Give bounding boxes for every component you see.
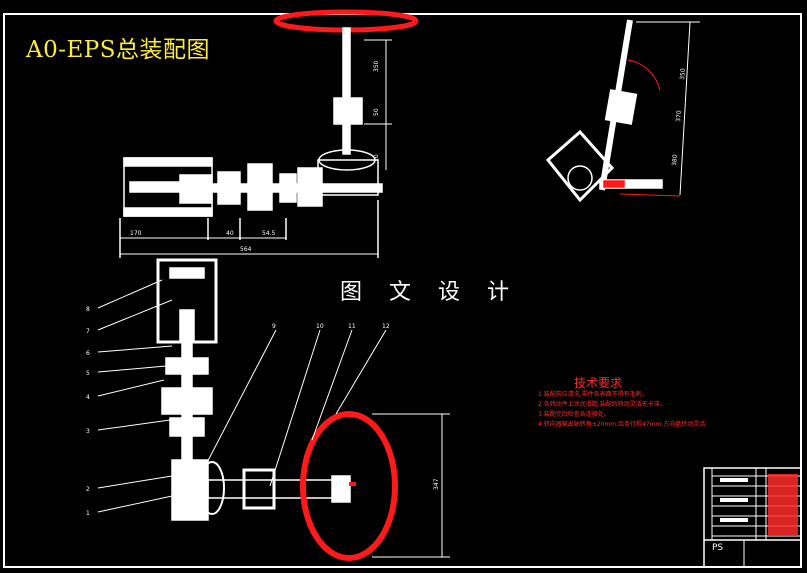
balloon-10: 10 (316, 323, 324, 330)
balloon-7: 7 (86, 328, 90, 335)
balloon-11: 11 (348, 323, 356, 330)
dim-347: 347 (433, 478, 440, 490)
tech-requirements-list: 1.装配前应清洗,零件各表面不得有毛刺。 2.各转动件上涂润滑脂,装配后转动灵活… (538, 390, 706, 430)
title-block-label: PS (712, 543, 724, 553)
dim-col-2: 50 (373, 108, 380, 116)
bottom-balloons: 8 7 6 5 4 3 2 1 9 10 11 12 347 (86, 306, 440, 517)
top-right-view (545, 19, 700, 203)
top-left-dim-texts: 170 40 54.5 564 350 50 10 (130, 60, 380, 253)
tech-requirements-title: 技术要求 (574, 376, 623, 390)
steering-wheel-bottom (300, 411, 398, 561)
title-block (703, 467, 802, 568)
tech-requirement-item: 3.装配完后检查各连接处。 (538, 411, 610, 418)
top-left-view (119, 9, 419, 258)
dim-col-3: 10 (373, 154, 380, 162)
balloon-4: 4 (86, 394, 90, 401)
bottom-view (97, 258, 450, 561)
dim-40: 40 (226, 230, 234, 237)
balloon-9: 9 (272, 323, 276, 330)
balloon-6: 6 (86, 350, 90, 357)
dim-564: 564 (240, 246, 252, 253)
watermark-text: 图 文 设 计 (340, 280, 519, 305)
dim-54-5: 54.5 (262, 230, 276, 237)
tech-requirement-item: 2.各转动件上涂润滑脂,装配后转动灵活无卡滞。 (538, 401, 666, 408)
balloon-3: 3 (86, 428, 90, 435)
drawing-title: A0-EPS总装配图 (26, 37, 211, 63)
balloon-1: 1 (86, 510, 90, 517)
tech-requirement-item: 1.装配前应清洗,零件各表面不得有毛刺。 (538, 391, 648, 398)
top-right-dim-texts: 350 370 380 (671, 68, 687, 166)
balloon-2: 2 (86, 486, 90, 493)
dim-col-1: 350 (373, 60, 380, 72)
balloon-8: 8 (86, 306, 90, 313)
balloon-12: 12 (382, 323, 390, 330)
dim-r-3: 380 (671, 154, 679, 166)
dim-r-2: 370 (675, 110, 683, 122)
dim-r-1: 350 (679, 68, 687, 80)
tech-requirement-item: 4.转向器输出轴转角±20mm,齿条行程47mm,方向盘转动灵活。 (538, 421, 706, 428)
balloon-5: 5 (86, 370, 90, 377)
dim-170: 170 (130, 230, 142, 237)
